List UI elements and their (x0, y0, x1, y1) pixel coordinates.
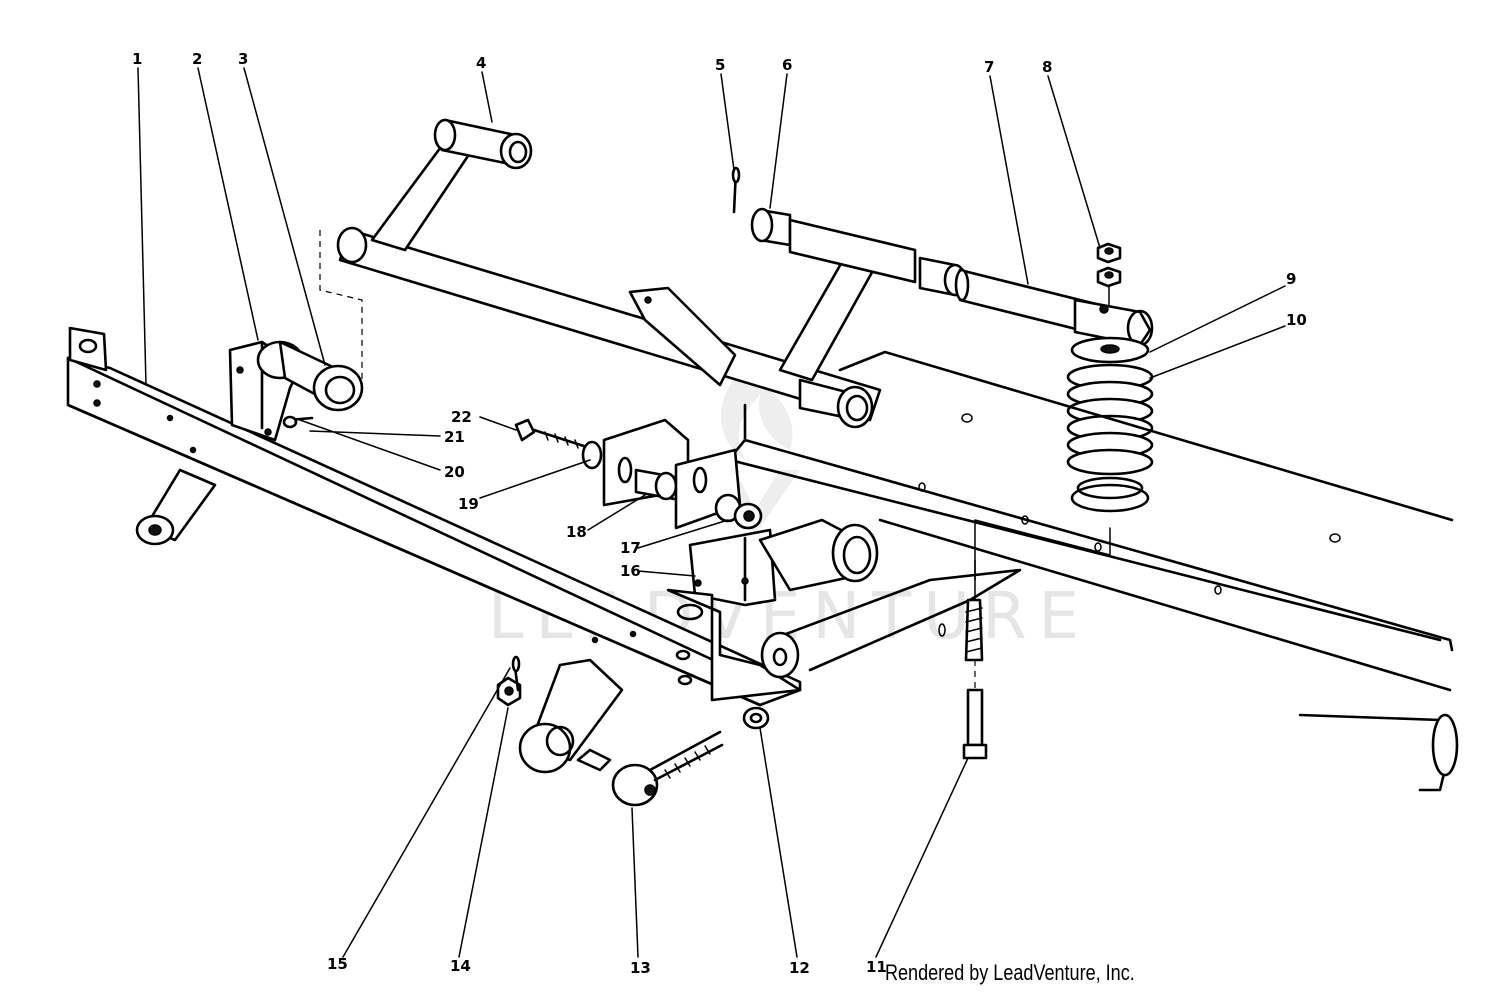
frame-rail (66, 326, 802, 707)
callout-16: 16 (620, 562, 641, 580)
callout-19: 19 (458, 495, 479, 513)
callout-14: 14 (450, 957, 471, 975)
callout-6: 6 (782, 56, 792, 74)
callout-7: 7 (984, 58, 994, 76)
callout-10: 10 (1286, 311, 1307, 329)
callout-18: 18 (566, 523, 587, 541)
callout-5: 5 (715, 56, 725, 74)
callout-3: 3 (238, 50, 248, 68)
left-link-arm (135, 468, 217, 546)
leader-lines (137, 67, 1286, 958)
callout-22: 22 (451, 408, 472, 426)
long-bolt (962, 559, 988, 760)
chassis-channel (718, 350, 1459, 792)
callout-20: 20 (444, 463, 465, 481)
callout-labels: 1 2 3 4 5 6 7 8 9 10 11 12 13 14 15 16 1… (132, 50, 1307, 977)
callout-1: 1 (132, 50, 142, 68)
credit-text: Rendered by LeadVenture, Inc. (885, 960, 1135, 985)
callout-8: 8 (1042, 58, 1052, 76)
center-bolt-assembly (514, 418, 763, 530)
callout-9: 9 (1286, 270, 1296, 288)
callout-15: 15 (327, 955, 348, 973)
callout-21: 21 (444, 428, 465, 446)
tie-rod-arm (518, 658, 724, 807)
callout-11: 11 (866, 958, 887, 976)
callout-2: 2 (192, 50, 202, 68)
callout-12: 12 (789, 959, 810, 977)
upper-rod (731, 166, 1154, 347)
lower-end-bracket (666, 568, 1022, 702)
callout-4: 4 (476, 54, 486, 72)
top-nuts (1096, 242, 1122, 306)
left-pivot-bracket (228, 340, 364, 442)
callout-13: 13 (630, 959, 651, 977)
right-pivot-bracket (688, 518, 879, 607)
cross-shaft (319, 118, 882, 429)
coil-spring (1066, 336, 1154, 513)
hardware-small (496, 655, 770, 730)
callout-17: 17 (620, 539, 641, 557)
